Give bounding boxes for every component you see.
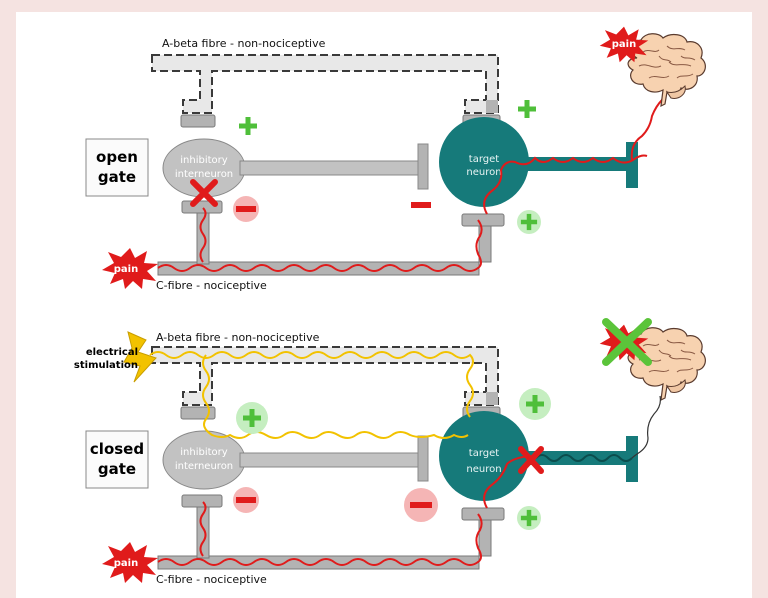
brain-pain-label: pain — [612, 39, 636, 50]
interneuron-label-top-1: inhibitory — [180, 155, 228, 166]
gate-label-top-2: gate — [98, 168, 136, 186]
target-label-bottom-1: target — [469, 448, 499, 459]
pain-blocked-x-icon — [602, 318, 652, 366]
interneuron-bottom — [162, 430, 246, 490]
pain-signal-bottom — [157, 501, 483, 566]
interneuron-label-bottom-1: inhibitory — [180, 447, 228, 458]
interneuron-top — [162, 138, 246, 198]
cfibre-label-top: C-fibre - nociceptive — [156, 279, 267, 292]
gate-box-top — [85, 138, 149, 197]
pain-label-bottom: pain — [114, 558, 138, 569]
pain-label-top: pain — [114, 264, 138, 275]
abeta-fibre-top — [151, 54, 501, 128]
interneuron-axon-bottom — [239, 452, 421, 468]
cfibre-label-bottom: C-fibre - nociceptive — [156, 573, 267, 586]
inhibitory-minus-icon-bottom-1 — [236, 497, 256, 503]
inhibitory-synapse-bottom — [417, 435, 429, 482]
abeta-label-bottom: A-beta fibre - non-nociceptive — [156, 331, 320, 344]
abeta-label-top: A-beta fibre - non-nociceptive — [162, 37, 326, 50]
interneuron-axon-top — [239, 160, 421, 176]
target-label-top-1: target — [469, 154, 499, 165]
stim-label-2: stimulation — [74, 360, 138, 371]
blocked-x-icon-top — [190, 179, 218, 207]
excitatory-plus-icon-top-1 — [239, 117, 257, 135]
gate-label-bottom-1: closed — [90, 440, 144, 458]
interneuron-label-bottom-2: interneuron — [175, 461, 233, 472]
blocked-signal-bottom — [535, 454, 633, 462]
closed-gate-panel: A-beta fibre - non-nociceptive electrica… — [74, 318, 706, 586]
target-label-top-2: neuron — [466, 167, 501, 178]
inhibitory-synapse-top — [417, 143, 429, 190]
excitatory-plus-icon-top-2 — [518, 100, 536, 118]
gate-label-bottom-2: gate — [98, 460, 136, 478]
target-label-bottom-2: neuron — [466, 464, 501, 475]
c-fibre-top — [157, 200, 505, 276]
pain-signal-into-target-bottom — [483, 455, 530, 509]
inhibitory-minus-icon-top-2 — [411, 202, 431, 208]
interneuron-label-top-2: interneuron — [175, 169, 233, 180]
blocked-x-icon-bottom — [518, 446, 544, 474]
target-neuron-top — [439, 117, 529, 207]
inhibitory-minus-icon-bottom-2 — [410, 502, 432, 508]
stimulation-signal-bottom — [149, 351, 474, 439]
inhibitory-minus-icon-top-1 — [236, 206, 256, 212]
pain-signal-to-brain-top — [483, 154, 648, 215]
pain-signal-top — [157, 207, 483, 272]
open-gate-panel: A-beta fibre - non-nociceptive open gate… — [85, 26, 706, 292]
c-fibre-bottom — [157, 494, 505, 570]
no-signal-line-bottom — [631, 395, 661, 459]
projection-terminal-top — [626, 142, 638, 188]
gate-box-bottom — [85, 430, 149, 489]
lightning-bolt-icon — [123, 331, 157, 383]
gate-label-top-1: open — [96, 148, 138, 166]
diagram-panel — [16, 12, 752, 598]
stim-label-1: electrical — [86, 347, 138, 358]
target-neuron-bottom — [439, 411, 529, 501]
